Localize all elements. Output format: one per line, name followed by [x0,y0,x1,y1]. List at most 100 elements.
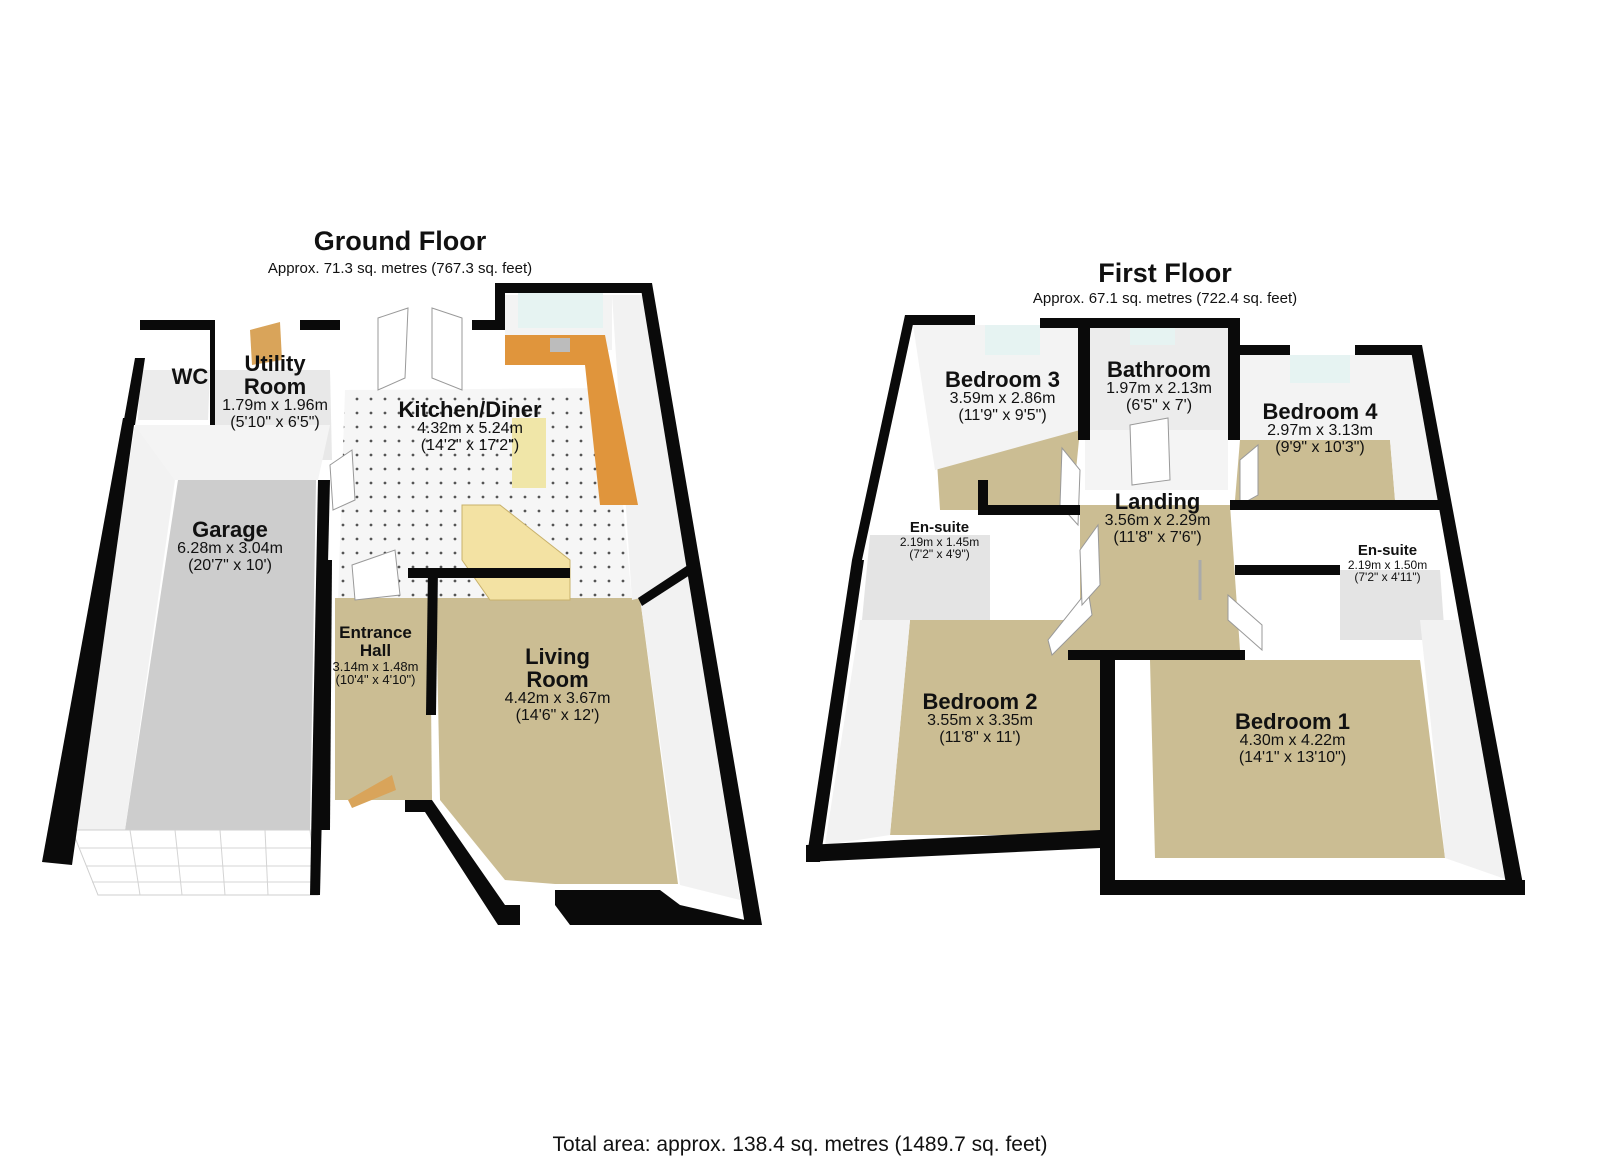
room-imperial: (14'2" x 17'2") [420,436,520,454]
room-name: Bedroom 4 [1262,399,1378,424]
bedroom4-wall-face [1240,355,1440,500]
room-name: Utility Room [243,351,307,400]
room-metric: 3.14m x 1.48m [332,658,419,674]
room-metric: 4.42m x 3.67m [504,690,611,708]
room-metric: 6.28m x 3.04m [177,540,283,558]
room-imperial: (9'9" x 10'3") [1275,438,1365,456]
room-bedroom-2: Bedroom 2 3.55m x 3.35m (11'8" x 11') [900,690,1060,747]
room-imperial: (14'1" x 13'10") [1238,748,1347,766]
room-name: WC [171,364,209,389]
wc-floor [138,370,210,420]
ground-floor-plan [42,283,762,925]
bedroom4-window [1290,355,1350,383]
room-en-suite-2: En-suite 2.19m x 1.50m (7'2" x 4'11") [1330,543,1445,584]
kitchen-worktop [505,335,638,505]
kitchen-sink [550,338,570,352]
room-imperial: (11'9" x 9'5") [958,406,1047,424]
bedroom2-door [1047,588,1093,656]
ground-floor-area: Approx. 71.3 sq. metres (767.3 sq. feet) [267,260,533,277]
room-imperial: (14'6" x 12') [515,706,600,724]
room-bedroom-3: Bedroom 3 3.59m x 2.86m (11'9" x 9'5") [930,368,1075,425]
first-floor-walls [806,315,1525,895]
ground-floor-title: Ground Floor [313,226,487,256]
room-living-room: Living Room 4.42m x 3.67m (14'6" x 12') [480,645,635,725]
room-imperial: (7'2" x 4'9") [909,547,970,562]
garage-floor [125,480,316,830]
garage-wall-face [72,425,175,830]
bedroom3-wall-face [913,325,1080,470]
room-landing: Landing 3.56m x 2.29m (11'8" x 7'6") [1085,490,1230,547]
patio-door-left [377,307,409,391]
living-room-floor [436,598,678,884]
utility-door [329,449,356,511]
room-utility: Utility Room 1.79m x 1.96m (5'10" x 6'5"… [200,352,350,432]
hall-door [351,549,401,601]
bedroom1-door [1227,593,1263,652]
room-name: Bedroom 3 [945,367,1060,392]
room-name: En-suite [909,519,970,536]
room-name: Living Room [525,644,590,693]
room-metric: 2.97m x 3.13m [1267,422,1373,440]
room-wc: WC [160,365,220,388]
first-floor-title: First Floor [1098,258,1232,288]
room-metric: 4.30m x 4.22m [1239,732,1346,750]
room-metric: 3.56m x 2.29m [1104,512,1211,530]
room-metric: 2.19m x 1.45m [899,534,980,549]
room-bedroom-1: Bedroom 1 4.30m x 4.22m (14'1" x 13'10") [1210,710,1375,767]
kitchen-window [518,288,603,328]
bedroom4-door [1239,443,1259,506]
room-name: Entrance Hall [339,623,412,660]
room-garage: Garage 6.28m x 3.04m (20'7" x 10') [145,518,315,575]
room-metric: 1.97m x 2.13m [1106,380,1212,398]
bedroom2-floor [890,620,1110,835]
kitchen-floor [338,388,632,600]
room-name: Garage [192,517,268,542]
room-metric: 3.59m x 2.86m [949,390,1056,408]
room-imperial: (20'7" x 10') [188,556,272,574]
room-name: Landing [1114,489,1201,514]
room-metric: 1.79m x 1.96m [222,397,328,415]
first-floor-plan [806,315,1525,895]
front-door [348,775,396,808]
patio-door-right [431,307,463,391]
room-bedroom-4: Bedroom 4 2.97m x 3.13m (9'9" x 10'3") [1245,400,1395,457]
ground-floor-walls [42,283,762,925]
room-name: Bedroom 1 [1235,709,1350,734]
room-name: En-suite [1357,542,1418,559]
room-imperial: (11'8" x 11') [939,728,1021,746]
garage-door [71,829,319,896]
room-imperial: (10'4" x 4'10") [335,672,416,688]
kitchen-island [512,418,546,488]
room-name: Bathroom [1107,357,1211,382]
room-name: Kitchen/Diner [398,397,542,422]
utility-back-door [250,322,282,365]
room-imperial: (11'8" x 7'6") [1113,528,1202,546]
bathroom-floor [1090,325,1228,430]
garage-back-wall-face [135,425,330,480]
first-floor-area: Approx. 67.1 sq. metres (722.4 sq. feet) [1032,290,1298,307]
room-imperial: (7'2" x 4'11") [1354,570,1421,585]
bathroom-door [1129,417,1171,486]
bedroom2-wall-face [825,620,910,845]
room-metric: 3.55m x 3.35m [927,712,1033,730]
bedroom4-floor [1235,440,1395,500]
ensuite2-floor [1340,570,1445,640]
room-imperial: (5'10" x 6'5") [230,413,320,431]
room-kitchen-diner: Kitchen/Diner 4.32m x 5.24m (14'2" x 17'… [370,398,570,455]
total-area: Total area: approx. 138.4 sq. metres (14… [552,1133,1048,1156]
room-entrance-hall: Entrance Hall 3.14m x 1.48m (10'4" x 4'1… [318,624,433,687]
bedroom1-floor [1150,660,1445,858]
bedroom1-wall-face [1420,620,1508,880]
room-metric: 4.32m x 5.24m [417,420,523,438]
room-name: Bedroom 2 [922,689,1038,714]
landing-door [1079,523,1101,607]
room-bathroom: Bathroom 1.97m x 2.13m (6'5" x 7') [1090,358,1228,415]
room-metric: 2.19m x 1.50m [1347,557,1428,572]
entrance-hall-floor [335,598,432,800]
living-right-wall-face [612,295,740,900]
ensuite1-floor [862,535,990,620]
landing-floor [1080,505,1240,650]
bedroom3-window [985,325,1040,355]
room-en-suite-1: En-suite 2.19m x 1.45m (7'2" x 4'9") [882,520,997,561]
